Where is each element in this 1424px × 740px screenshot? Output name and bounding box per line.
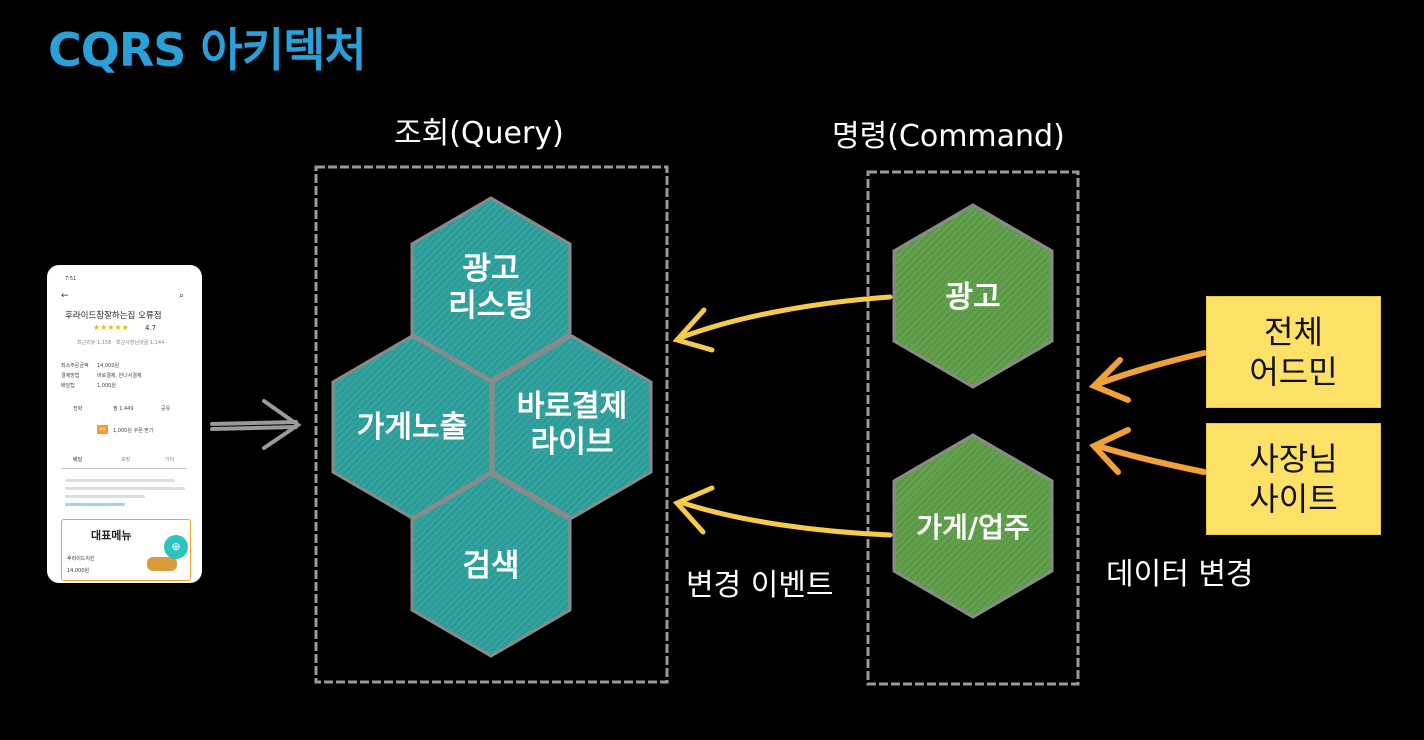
star-rating-icon: ★★★★★ [93,323,129,332]
favorite-button[interactable]: 찜 1,449 [113,406,134,412]
menu-item-price: 14,000원 [67,568,90,574]
admin-box-line-2: 어드민 [1249,353,1338,391]
tab-other[interactable]: 기타 [165,457,175,463]
data-arrow-admin [1088,350,1207,403]
menu-card[interactable] [61,519,191,581]
info-label-payment: 결제방법 [61,373,80,379]
text-line [65,479,175,482]
tab-pickup[interactable]: 포장 [121,457,131,463]
command-label: 명령(Command) [832,119,1065,154]
hex-store-business [892,433,1054,619]
owner-site-box: 사장님 사이트 [1206,423,1381,535]
phone-status-time: 7:51 [65,276,77,282]
hex-label-ad: 광고 [945,280,1000,315]
hex-ad-listing [410,196,572,382]
command-box [866,170,1080,686]
text-line [65,495,145,498]
info-value-min-order: 14,000원 [97,363,120,369]
text-line [65,503,125,506]
chicken-image [147,557,177,571]
event-arrow-ad [672,294,893,353]
hex-ad [892,203,1054,389]
coupon-badge: 쿠폰 [97,425,108,434]
hex-search [410,472,572,658]
menu-title: 대표메뉴 [91,529,132,542]
data-arrow-owner [1089,427,1207,475]
coupon-link[interactable]: 1,000원 쿠폰 받기 [113,428,154,434]
hex-label-direct-pay-1: 바로결제 [517,389,627,424]
gray-arrow [210,399,302,450]
owner-box-line-2: 사이트 [1249,480,1338,518]
admin-box-line-1: 전체 [1264,313,1323,351]
hex-label-search: 검색 [462,548,519,584]
phone-mockup: 7:51 ← ⌕ 후라이드참잘하는집 오류점 ★★★★★ 4.7 최근리뷰 1,… [47,265,202,583]
admin-box: 전체 어드민 [1206,296,1381,408]
cart-icon[interactable]: ⊕ [164,535,188,559]
text-line [65,487,185,490]
change-event-label: 변경 이벤트 [686,568,834,603]
data-change-label: 데이터 변경 [1106,557,1254,592]
store-name: 후라이드참잘하는집 오류점 [65,311,162,321]
share-button[interactable]: 공유 [161,406,171,412]
query-label: 조회(Query) [394,116,564,151]
hex-label-store-exposure: 가게노출 [357,410,467,445]
hex-direct-pay-live [491,334,653,520]
search-icon[interactable]: ⌕ [179,291,185,301]
rating-value: 4.7 [145,324,157,332]
hex-label-ad-listing-2: 리스팅 [448,288,534,324]
call-button[interactable]: 전화 [73,406,83,412]
info-value-delivery-tip: 1,000원 [97,383,116,389]
menu-item-name: 후라이드치킨 [67,556,95,562]
hex-label-direct-pay-2: 라이브 [531,425,614,460]
hex-label-store-business: 가게/업주 [916,511,1029,544]
info-label-delivery-tip: 배달팁 [61,383,75,389]
page-title: CQRS 아키텍처 [48,23,367,77]
review-summary: 최근리뷰 1,158 · 최근사장님댓글 1,144 [77,340,165,346]
info-value-payment: 바로결제, 만나서결제 [97,373,142,379]
tab-divider [61,468,187,469]
owner-box-line-1: 사장님 [1249,440,1338,478]
hex-store-exposure [331,334,493,520]
back-arrow-icon[interactable]: ← [61,291,69,301]
tab-delivery[interactable]: 배달 [73,457,83,463]
query-box [314,165,669,684]
info-label-min-order: 최소주문금액 [61,363,89,369]
hex-label-ad-listing-1: 광고 [462,251,519,287]
event-arrow-store [672,485,893,538]
